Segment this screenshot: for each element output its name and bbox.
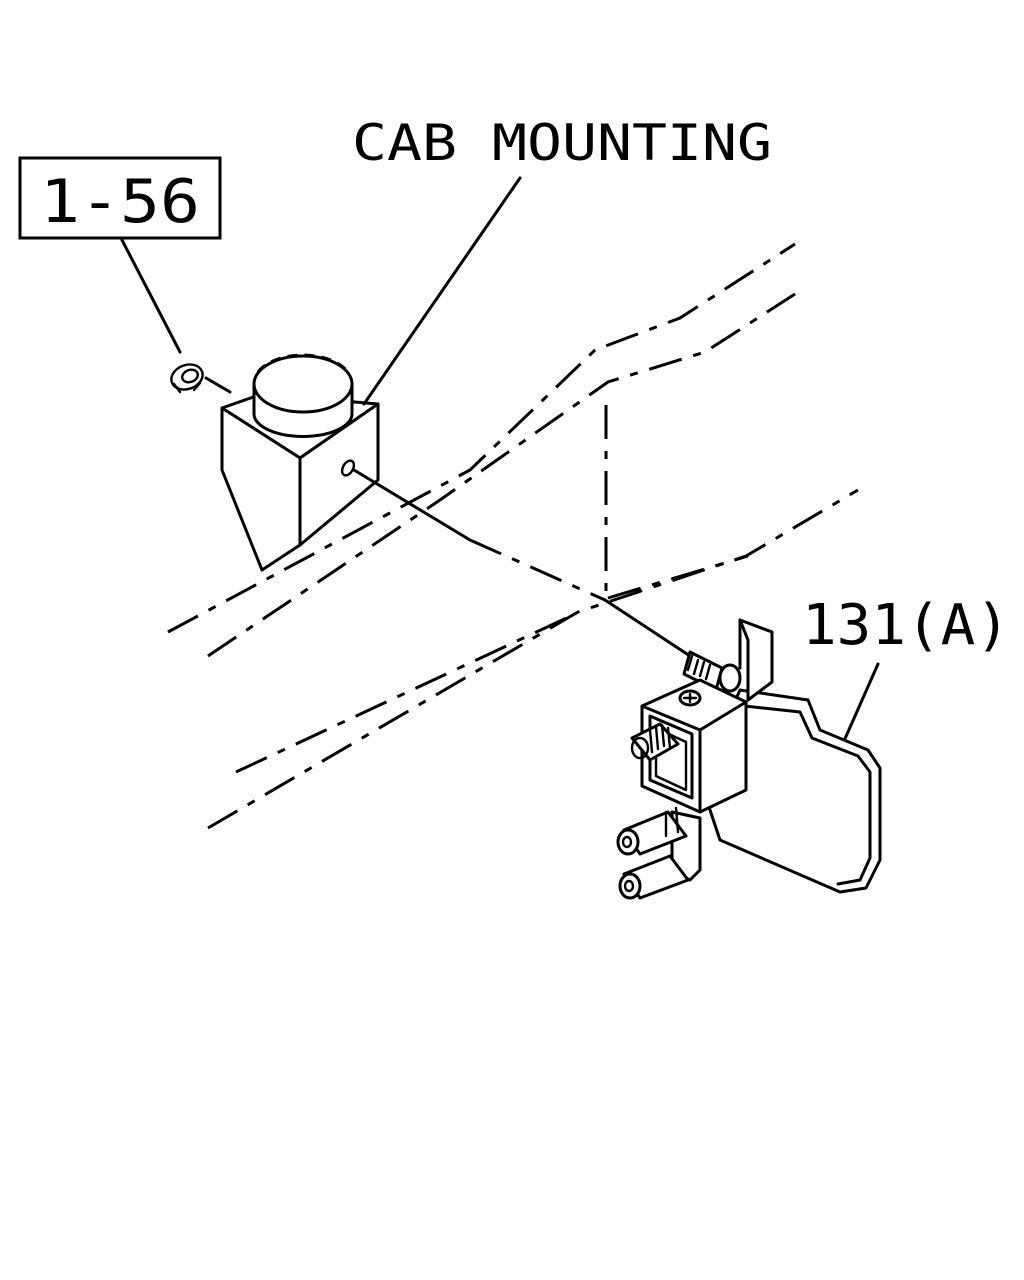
leader-lines xyxy=(120,176,880,752)
part-number-label: 131(A) xyxy=(802,593,1010,658)
frame-rails xyxy=(167,242,859,830)
washer-nut xyxy=(170,363,232,394)
ref-box-label: 1-56 xyxy=(40,167,200,237)
sensor-assembly xyxy=(616,618,882,900)
cab-mounting-label: CAB MOUNTING xyxy=(352,114,772,172)
ref-box: 1-56 xyxy=(18,156,222,240)
cab-mount-block xyxy=(220,353,380,572)
